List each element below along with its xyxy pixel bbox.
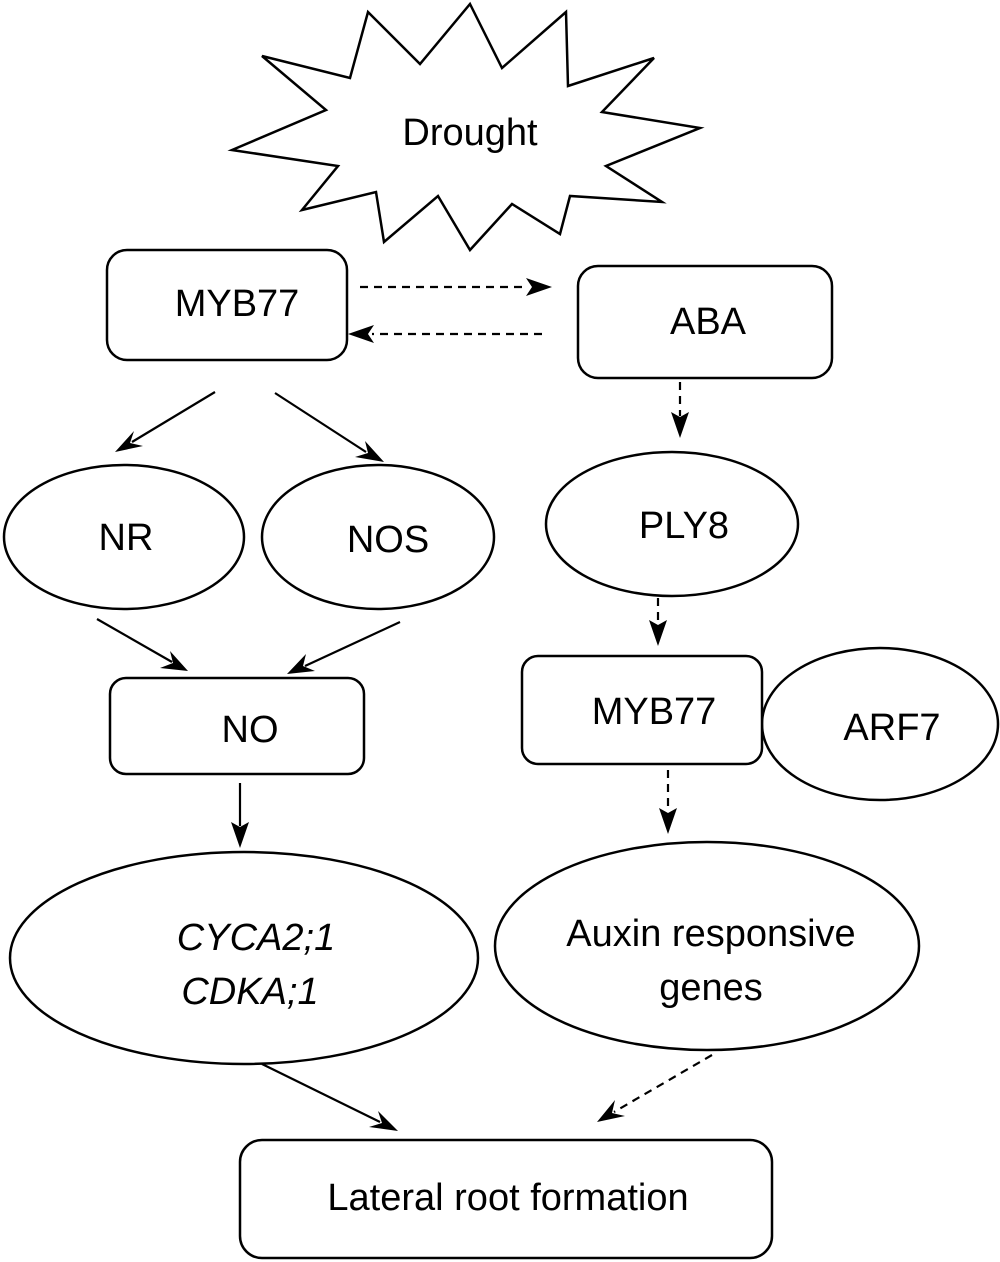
nr-label: NR bbox=[99, 517, 154, 559]
myb77-top-label: MYB77 bbox=[175, 283, 300, 325]
lateral-root-label: Lateral root formation bbox=[327, 1177, 688, 1219]
myb77-top-node: MYB77 bbox=[105, 248, 349, 362]
myb77-bottom-label: MYB77 bbox=[592, 691, 717, 733]
edge-ply8-to-myb77 bbox=[649, 598, 667, 646]
aba-label: ABA bbox=[670, 301, 747, 343]
edge-nr-to-no bbox=[96, 618, 188, 671]
cyc-cdk-node: CYCA2;1 CDKA;1 bbox=[8, 850, 480, 1066]
no-label: NO bbox=[222, 709, 279, 751]
edge-aba-to-myb77 bbox=[348, 325, 542, 343]
nr-node: NR bbox=[2, 463, 246, 611]
edge-cyc-to-lateral bbox=[261, 1063, 398, 1131]
ply8-node: PLY8 bbox=[544, 450, 800, 598]
edge-nos-to-no bbox=[287, 621, 401, 674]
edge-myb77-to-auxin bbox=[659, 770, 677, 834]
no-node: NO bbox=[108, 676, 366, 776]
myb77-bottom-node: MYB77 bbox=[520, 654, 764, 766]
edge-aba-to-ply8 bbox=[671, 382, 689, 438]
auxin-label-line2: genes bbox=[659, 967, 763, 1009]
auxin-label-line1: Auxin responsive bbox=[566, 913, 855, 955]
edge-myb77-to-nos bbox=[274, 392, 384, 462]
edge-myb77-to-nr bbox=[115, 391, 216, 452]
auxin-genes-node: Auxin responsive genes bbox=[493, 840, 921, 1052]
drought-node: Drought bbox=[227, 1, 705, 253]
arf7-label: ARF7 bbox=[843, 707, 940, 749]
drought-label: Drought bbox=[402, 112, 538, 154]
edges bbox=[96, 278, 713, 1131]
arf7-node: ARF7 bbox=[760, 646, 1000, 802]
cyc-label-line2: CDKA;1 bbox=[181, 971, 318, 1013]
edge-auxin-to-lateral bbox=[597, 1054, 713, 1122]
ply8-label: PLY8 bbox=[639, 505, 729, 547]
edge-no-to-cyc bbox=[231, 783, 249, 848]
cyc-label-line1: CYCA2;1 bbox=[177, 917, 335, 959]
edge-myb77-to-aba bbox=[360, 278, 552, 296]
lateral-root-node: Lateral root formation bbox=[238, 1138, 774, 1260]
nos-label: NOS bbox=[347, 519, 429, 561]
nos-node: NOS bbox=[260, 463, 496, 611]
aba-node: ABA bbox=[576, 264, 834, 380]
